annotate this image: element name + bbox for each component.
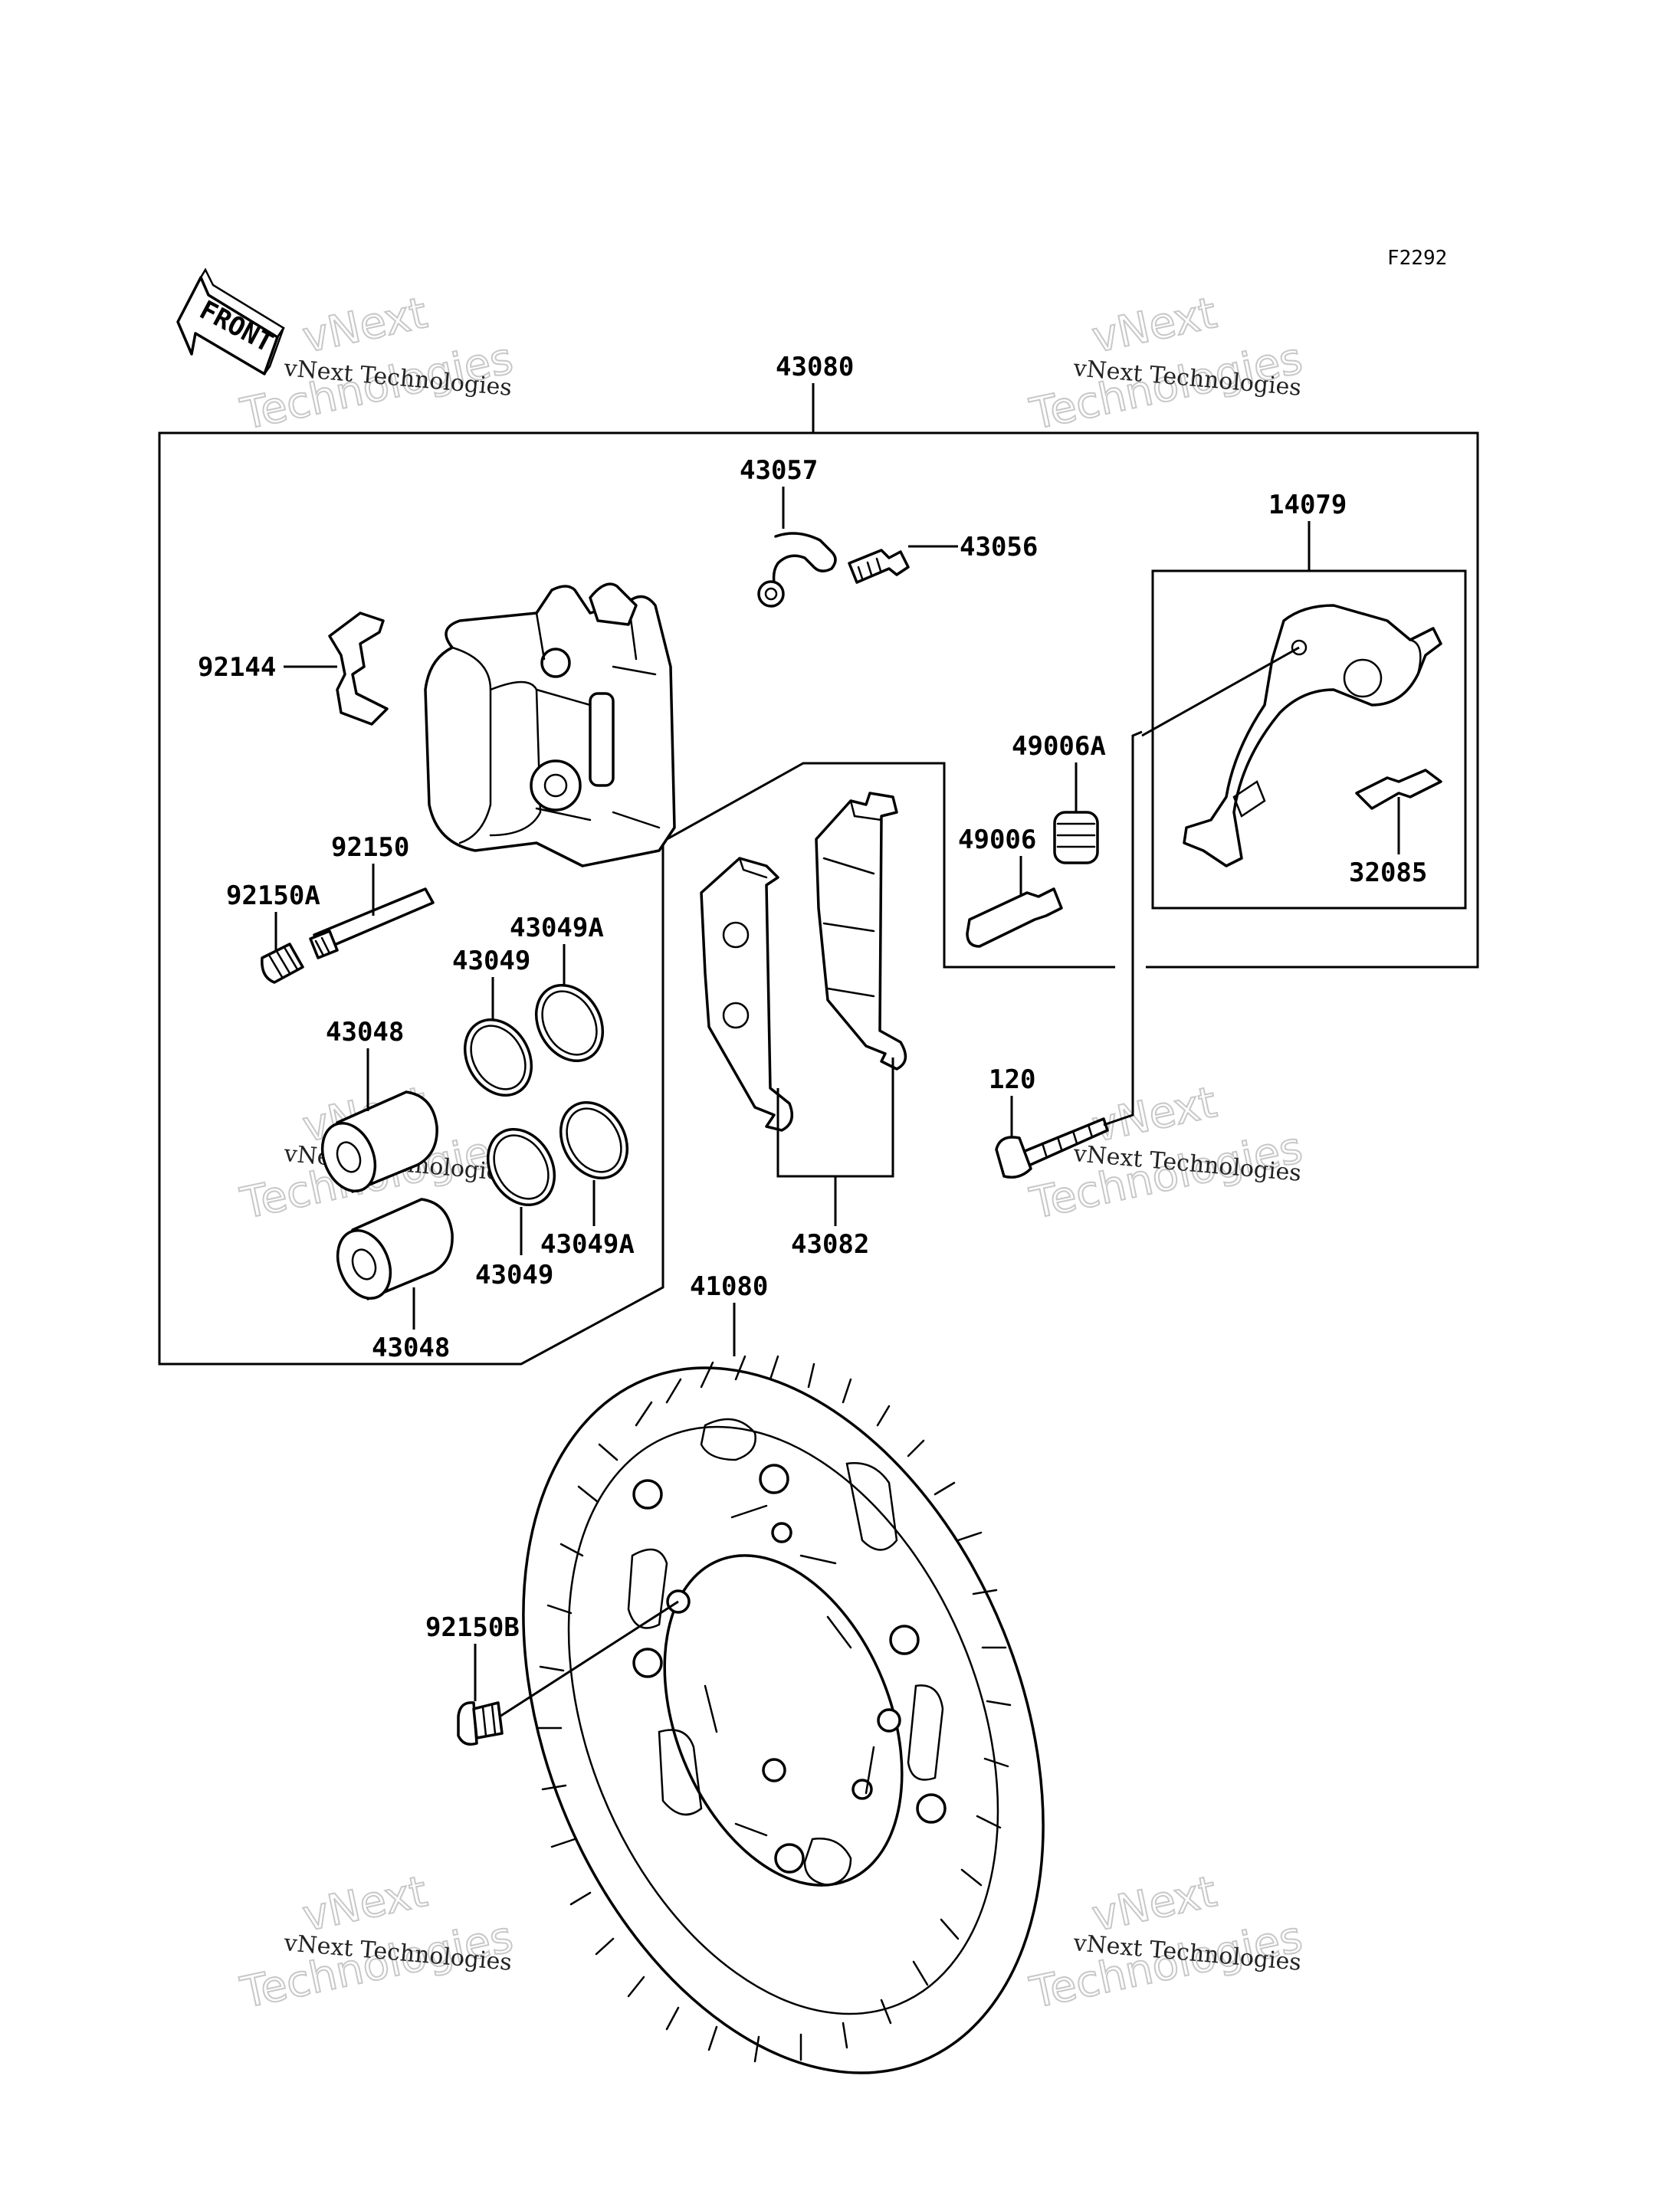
- watermark-mid-right: vNext Technologies vNext Technologies: [1025, 1077, 1307, 1230]
- seal-43049a-bottom: [559, 1100, 629, 1226]
- label-92150: 92150: [331, 832, 409, 863]
- seal-43049-top: [463, 977, 533, 1097]
- bolt-92150b: [457, 1600, 679, 1746]
- watermark-big-1: vNext: [1088, 1867, 1221, 1942]
- bleeder-cap-43057: [757, 487, 837, 608]
- watermark-top-left: vNext Technologies vNext Technologies: [235, 287, 517, 441]
- spring-32085: [1355, 769, 1442, 854]
- label-92144: 92144: [198, 652, 276, 683]
- brake-disc-41080: [522, 1303, 1045, 2074]
- label-43049a-bottom: 43049A: [540, 1229, 635, 1260]
- figure-code: F2292: [1387, 247, 1447, 270]
- label-92150b: 92150B: [425, 1612, 520, 1643]
- label-41080: 41080: [690, 1271, 768, 1302]
- watermark-big-1: vNext: [298, 1867, 431, 1942]
- label-43057: 43057: [740, 455, 818, 486]
- label-43080: 43080: [776, 352, 854, 382]
- disc-cutouts: [627, 1418, 944, 1887]
- piston-43048-bottom: [336, 1198, 454, 1330]
- label-14079: 14079: [1268, 490, 1347, 520]
- watermark-bottom-right: vNext Technologies vNext Technologies: [1025, 1866, 1307, 2019]
- boot-49006a: [1053, 762, 1099, 864]
- brake-pad-right: [815, 792, 907, 1071]
- watermark-bottom-left: vNext Technologies vNext Technologies: [235, 1866, 517, 2019]
- bolt-120: [995, 730, 1143, 1179]
- label-32085: 32085: [1349, 857, 1427, 888]
- watermark-big-1: vNext: [1088, 1077, 1221, 1153]
- watermark-top-right: vNext Technologies vNext Technologies: [1025, 287, 1307, 441]
- bleeder-valve-43056: [848, 545, 958, 584]
- pad-spring-92144: [284, 612, 389, 726]
- pad-set-bracket: [776, 1058, 894, 1178]
- caliper-assembly-outline: [158, 383, 1479, 1366]
- label-49006: 49006: [958, 825, 1036, 855]
- label-49006a: 49006A: [1012, 731, 1106, 762]
- pin-49006: [966, 856, 1063, 948]
- caliper-body: [424, 582, 676, 867]
- part-labels: 43080 43057 43056 14079 92144 49006A 490…: [198, 352, 1427, 1643]
- label-120: 120: [989, 1064, 1035, 1095]
- watermark-big-1: vNext: [298, 288, 431, 363]
- seal-43049-bottom: [486, 1127, 556, 1255]
- label-43049-top: 43049: [452, 946, 530, 976]
- brake-pad-left: [700, 857, 794, 1132]
- seal-43049a-top: [534, 944, 605, 1063]
- label-43082: 43082: [791, 1229, 869, 1260]
- label-43048-top: 43048: [326, 1017, 404, 1048]
- label-43048-bottom: 43048: [372, 1333, 450, 1363]
- front-arrow-icon: FRONT: [176, 267, 285, 375]
- disc-holes: [632, 1464, 947, 1874]
- caliper-holder-14079: [1141, 604, 1442, 867]
- pin-92150: [309, 864, 435, 959]
- label-43049-bottom: 43049: [475, 1260, 553, 1290]
- label-43049a-top: 43049A: [510, 913, 604, 943]
- label-43056: 43056: [960, 532, 1038, 562]
- plug-92150a: [261, 912, 304, 984]
- watermark-big-1: vNext: [1088, 288, 1221, 363]
- disc-slots: [536, 1355, 1012, 2063]
- label-92150a: 92150A: [226, 880, 320, 911]
- piston-43048-top: [320, 1048, 438, 1193]
